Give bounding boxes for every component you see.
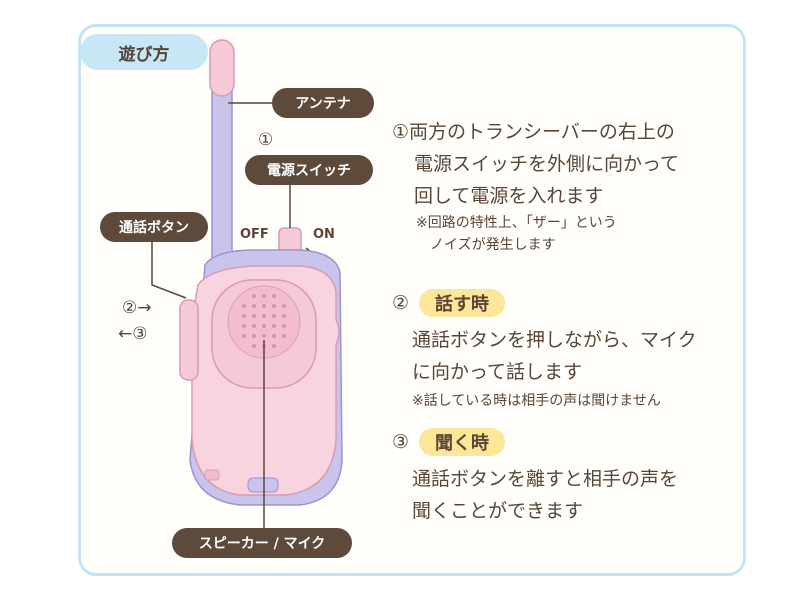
step1-line: ①両方のトランシーバーの右上の <box>392 121 675 143</box>
step1-line: 回して電源を入れます <box>414 185 604 207</box>
step2-line: 通話ボタンを押しながら、マイク <box>412 329 697 351</box>
step2-title: 話す時 <box>419 289 506 317</box>
step3-line: 通話ボタンを離すと相手の声を <box>412 468 679 490</box>
speaker-mic-label: スピーカー / マイク <box>172 528 352 558</box>
step3-line: 聞くことができます <box>412 500 584 522</box>
section-tab: 遊び方 <box>80 34 208 70</box>
step3-block: 通話ボタンを離すと相手の声を 聞くことができます <box>412 463 678 527</box>
talk-button-label: 通話ボタン <box>100 212 208 242</box>
step3-title: 聞く時 <box>419 428 506 456</box>
switch-number: ① <box>258 130 274 150</box>
release-label: ←③ <box>118 324 148 344</box>
step2-heading: ② 話す時 <box>392 289 506 317</box>
off-label: OFF <box>240 227 269 242</box>
antenna-label: アンテナ <box>272 88 374 118</box>
antenna <box>211 79 233 281</box>
step3-number: ③ <box>392 431 410 453</box>
step1-block: ①両方のトランシーバーの右上の 電源スイッチを外側に向かって 回して電源を入れま… <box>392 116 679 256</box>
power-switch-label: 電源スイッチ <box>245 155 373 185</box>
step2-note: ※話している時は相手の声は聞けません <box>412 393 661 409</box>
step3-heading: ③ 聞く時 <box>392 428 506 456</box>
press-label: ②→ <box>122 298 152 318</box>
step2-line: に向かって話します <box>412 361 583 383</box>
step2-block: 通話ボタンを押しながら、マイク に向かって話します ※話している時は相手の声は聞… <box>412 324 697 412</box>
step1-note: ※回路の特性上、「ザー」という <box>416 215 617 231</box>
step1-line: 電源スイッチを外側に向かって <box>414 153 680 175</box>
step1-note: ノイズが発生します <box>430 237 556 253</box>
talk-button <box>179 299 199 381</box>
antenna-tip <box>209 39 235 97</box>
on-label: ON <box>313 227 335 242</box>
step2-number: ② <box>392 292 410 314</box>
